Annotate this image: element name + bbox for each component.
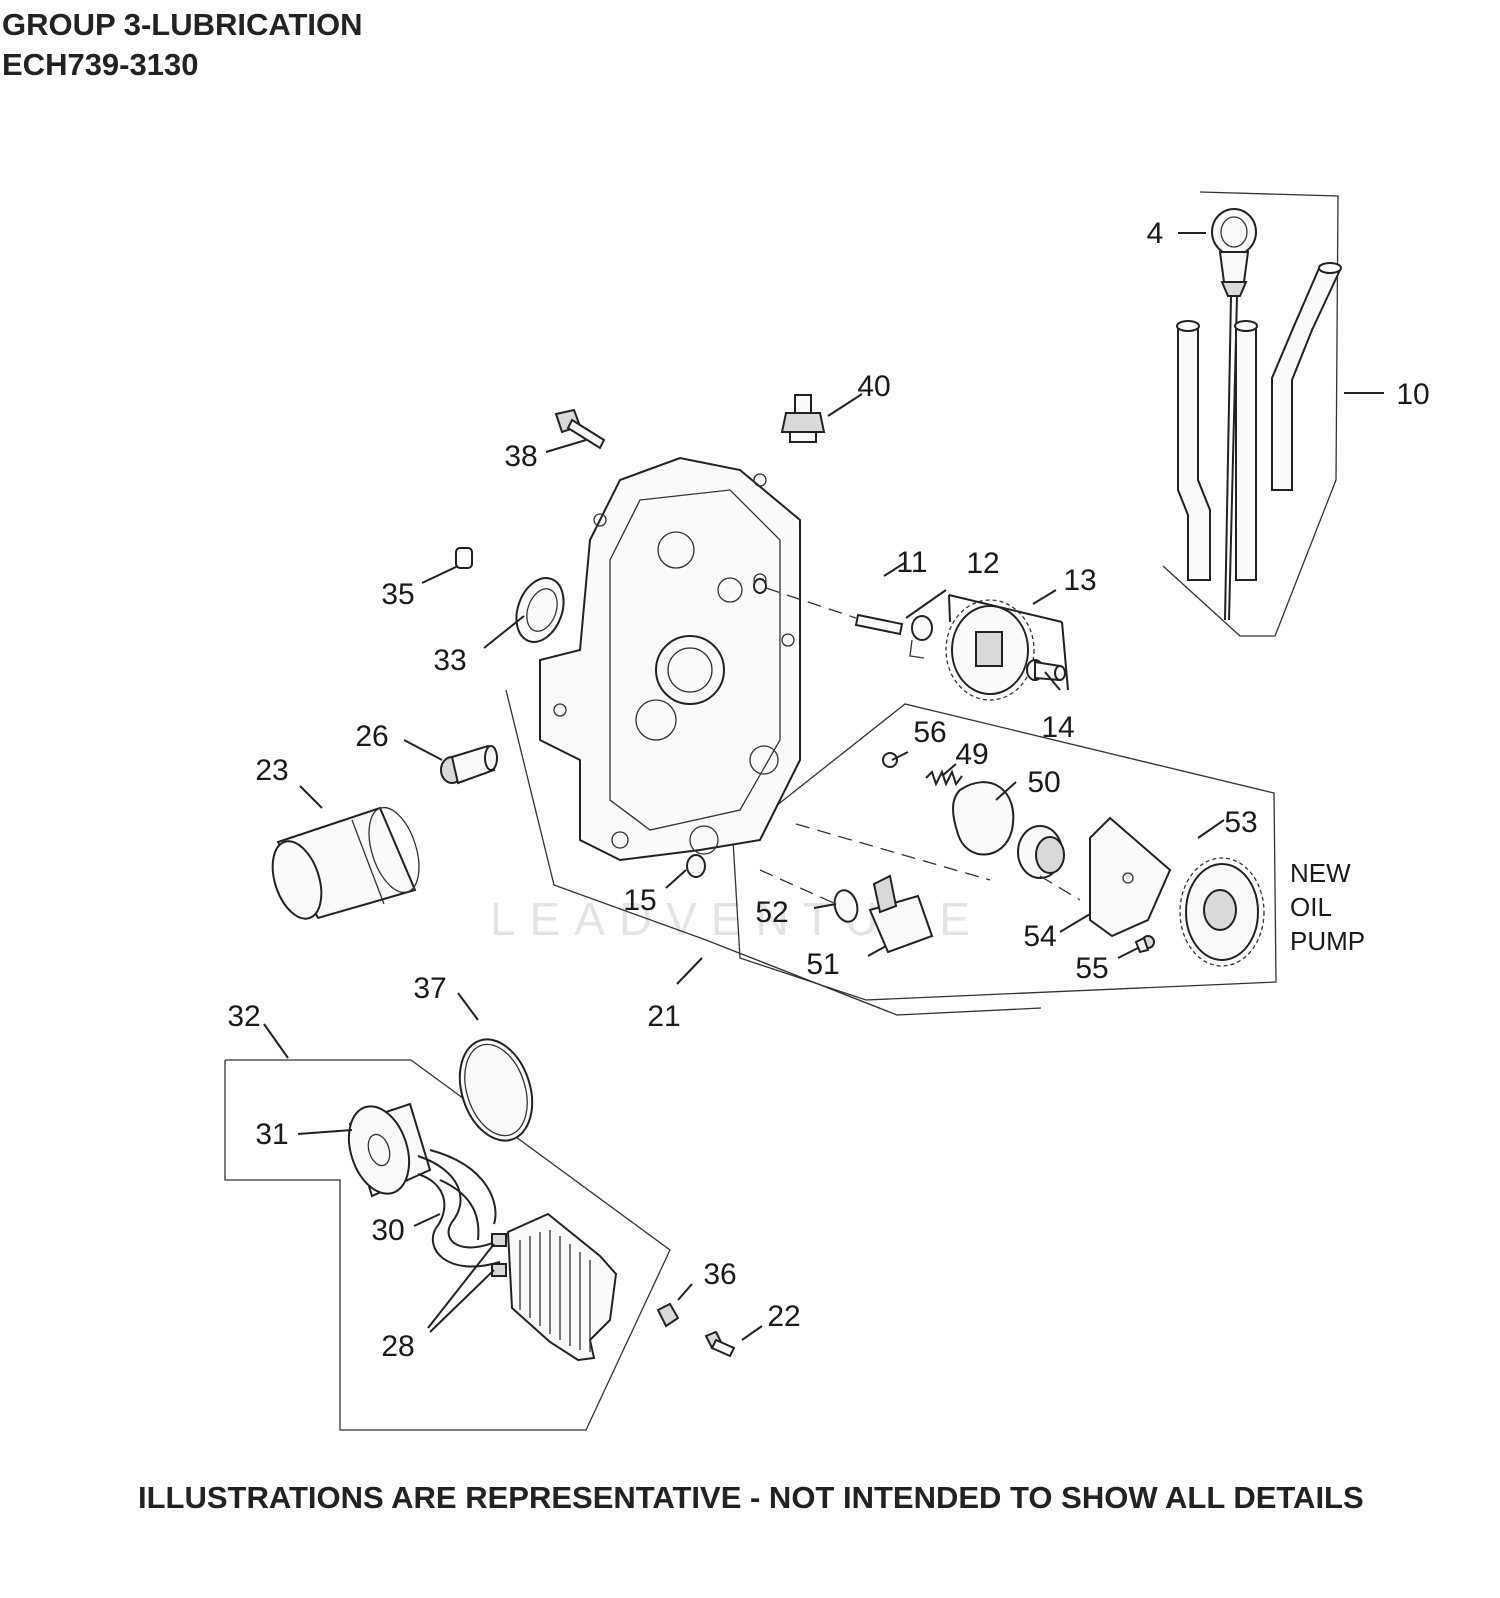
bolt [554,408,606,450]
shaft [753,578,904,636]
cooler-nut [656,1302,680,1328]
note-line-new: NEW [1290,858,1351,888]
callout-14: 14 [1041,711,1074,744]
oil-pickup [868,874,934,954]
pump-screw [1134,935,1155,954]
oil-filter [271,806,420,920]
cooler-o-ring [458,1038,534,1142]
callout-50: 50 [1027,766,1060,799]
cooler-adapter [347,1102,432,1198]
oil-pressure-switch [780,394,826,443]
oil-pump-gear [1179,857,1265,967]
model-number: ECH739-3130 [2,47,199,82]
bracket-housing-group [505,689,1042,1016]
callout-33: 33 [433,644,466,677]
pump-rotor [1017,825,1065,879]
callout-4: 4 [1147,217,1164,250]
callout-15: 15 [623,884,656,917]
callout-35: 35 [381,578,414,611]
footer-disclaimer: ILLUSTRATIONS ARE REPRESENTATIVE - NOT I… [138,1480,1364,1515]
callout-38: 38 [504,440,537,473]
callout-55: 55 [1075,952,1108,985]
callout-22: 22 [767,1300,800,1333]
note-line-oil: OIL [1290,892,1332,922]
bracket-oil-pump-group [732,703,1277,1001]
callout-13: 13 [1063,564,1096,597]
pickup-o-ring [833,889,859,923]
callout-40: 40 [857,370,890,403]
callout-49: 49 [955,738,988,771]
relief-ball [882,752,898,768]
callout-23: 23 [255,754,288,787]
dipstick-tubes [1176,262,1342,581]
group-title: GROUP 3-LUBRICATION [2,7,363,42]
callout-54: 54 [1023,920,1056,953]
callout-26: 26 [355,720,388,753]
note-line-pump: PUMP [1290,926,1365,956]
callout-56: 56 [913,716,946,749]
callout-21: 21 [647,1000,680,1033]
bracket-dipstick-group [1162,191,1339,637]
callout-32: 32 [227,1000,260,1033]
pump-cover [1089,816,1172,938]
callout-10: 10 [1396,378,1429,411]
hose-fittings [491,1233,507,1277]
governor-gear [945,599,1035,701]
regulator-pin [1026,659,1066,682]
o-ring-small [686,854,706,878]
retaining-clip [909,615,933,659]
callout-53: 53 [1224,806,1257,839]
pump-gasket [952,781,1015,856]
callout-28: 28 [381,1330,414,1363]
dowel-pin [455,547,473,569]
oil-seal [515,577,565,643]
callout-11: 11 [896,546,927,579]
callout-52: 52 [755,896,788,929]
relief-spring [925,769,963,787]
bracket-oil-cooler-group [224,1059,671,1431]
callout-51: 51 [806,948,839,981]
cap-screw [440,744,498,785]
callout-31: 31 [255,1118,288,1151]
cooler-bolt [704,1330,736,1358]
callout-12: 12 [966,547,999,580]
leader-lines [263,232,1384,1341]
cooler-hoses [417,1149,501,1268]
closure-plate [539,456,801,862]
oil-cooler [506,1212,618,1362]
callout-30: 30 [371,1214,404,1247]
callout-37: 37 [413,972,446,1005]
callout-36: 36 [703,1258,736,1291]
